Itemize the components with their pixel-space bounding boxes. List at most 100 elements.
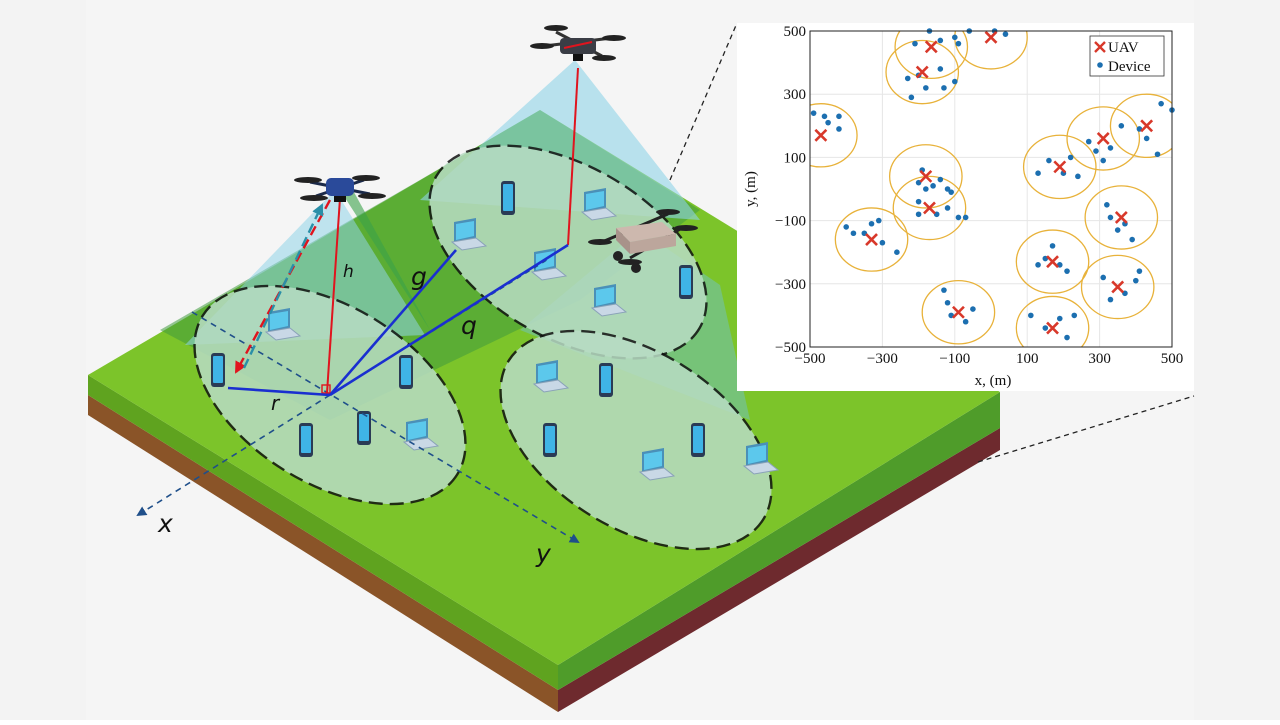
uav-marker	[814, 128, 828, 142]
legend-uav-marker	[1094, 41, 1106, 53]
device-point	[1064, 268, 1070, 274]
coverage-circle	[921, 279, 996, 345]
device-point	[1100, 274, 1107, 281]
device-point	[941, 287, 947, 293]
uav-marker	[984, 30, 998, 44]
coverage-circle	[810, 103, 858, 168]
device-point	[1133, 277, 1139, 284]
device-point	[810, 110, 817, 116]
device-point	[843, 224, 849, 230]
phone-icon	[211, 353, 225, 387]
device-point	[1067, 154, 1074, 161]
phone-icon	[501, 181, 515, 215]
x-tick-label: 100	[1016, 351, 1039, 367]
device-point	[1075, 173, 1081, 180]
zoom-connector-top	[669, 22, 738, 181]
uav-grey	[588, 209, 698, 273]
phone-icon	[691, 423, 705, 457]
zone-right	[499, 329, 773, 551]
device-point	[1028, 312, 1034, 319]
uav-marker	[952, 305, 965, 319]
uav-marker	[923, 201, 936, 215]
device-point	[952, 78, 958, 85]
device-point	[1114, 227, 1121, 233]
device-point	[825, 119, 831, 126]
device-point	[879, 239, 886, 246]
device-points	[810, 28, 1175, 341]
coverage-circle	[1080, 254, 1155, 320]
device-point	[1129, 236, 1135, 243]
device-point	[970, 306, 976, 312]
device-point	[1049, 243, 1056, 249]
device-point	[937, 37, 944, 44]
x-tick-label: 500	[1161, 351, 1184, 367]
coverage-circle	[888, 144, 963, 209]
legend-box	[1089, 35, 1165, 77]
label-y: y	[535, 539, 552, 568]
uav-marker	[1140, 119, 1154, 133]
coverage-circle	[892, 175, 967, 241]
coverage-circle	[894, 31, 969, 80]
link-q	[329, 243, 569, 397]
device-point	[894, 249, 900, 255]
device-point	[1136, 268, 1143, 274]
zoom-connector-bottom	[977, 395, 1195, 463]
device-point	[1046, 157, 1052, 164]
device-point	[923, 186, 929, 192]
device-point	[1107, 145, 1114, 151]
uav-marker	[1053, 160, 1067, 174]
coverage-circle	[834, 207, 909, 272]
device-point	[1056, 315, 1063, 322]
legend-device-label: Device	[1108, 59, 1151, 75]
device-point	[1107, 214, 1114, 221]
x-tick-label: −300	[867, 351, 898, 367]
link-r	[227, 386, 331, 397]
device-point	[923, 85, 929, 91]
device-point	[821, 113, 828, 120]
uav-blue	[294, 175, 386, 202]
device-point	[1154, 151, 1161, 158]
label-h: h	[343, 262, 354, 282]
device-point	[937, 176, 944, 183]
device-point	[944, 205, 951, 211]
coverage-circle	[1022, 134, 1097, 200]
device-point	[908, 94, 915, 101]
y-tick-label: 500	[784, 24, 807, 40]
device-point	[1107, 296, 1114, 303]
device-point	[1071, 312, 1078, 319]
phone-icon	[599, 363, 613, 397]
phone-icon	[357, 411, 371, 445]
device-point	[915, 198, 922, 205]
right-angle-marker	[321, 384, 331, 394]
y-tick-label: −500	[775, 340, 806, 356]
device-point	[1093, 148, 1099, 154]
coverage-circle	[1015, 229, 1090, 294]
legend: UAV Device	[1089, 35, 1165, 77]
coverage-circle	[885, 39, 960, 105]
device-point	[1002, 31, 1009, 37]
uav-marker	[1114, 211, 1128, 224]
label-q: q	[461, 311, 477, 340]
soil-left-face	[88, 395, 558, 712]
x-tick-label: 300	[1088, 351, 1111, 367]
label-x: x	[157, 509, 173, 538]
device-point	[1104, 202, 1110, 208]
device-point	[1035, 262, 1041, 268]
x-tick-label: −500	[795, 351, 826, 367]
device-point	[955, 214, 962, 221]
device-point	[850, 230, 857, 237]
uav-marker	[924, 40, 938, 54]
uav-markers	[814, 30, 1154, 335]
device-point	[904, 75, 911, 82]
y-tick-label: 100	[784, 150, 807, 166]
x-axis	[136, 394, 331, 517]
device-point	[875, 217, 882, 224]
device-point	[1064, 334, 1070, 341]
device-point	[1100, 157, 1107, 164]
device-point	[1042, 325, 1049, 331]
legend-device-marker	[1097, 62, 1103, 68]
device-point	[1118, 123, 1125, 129]
